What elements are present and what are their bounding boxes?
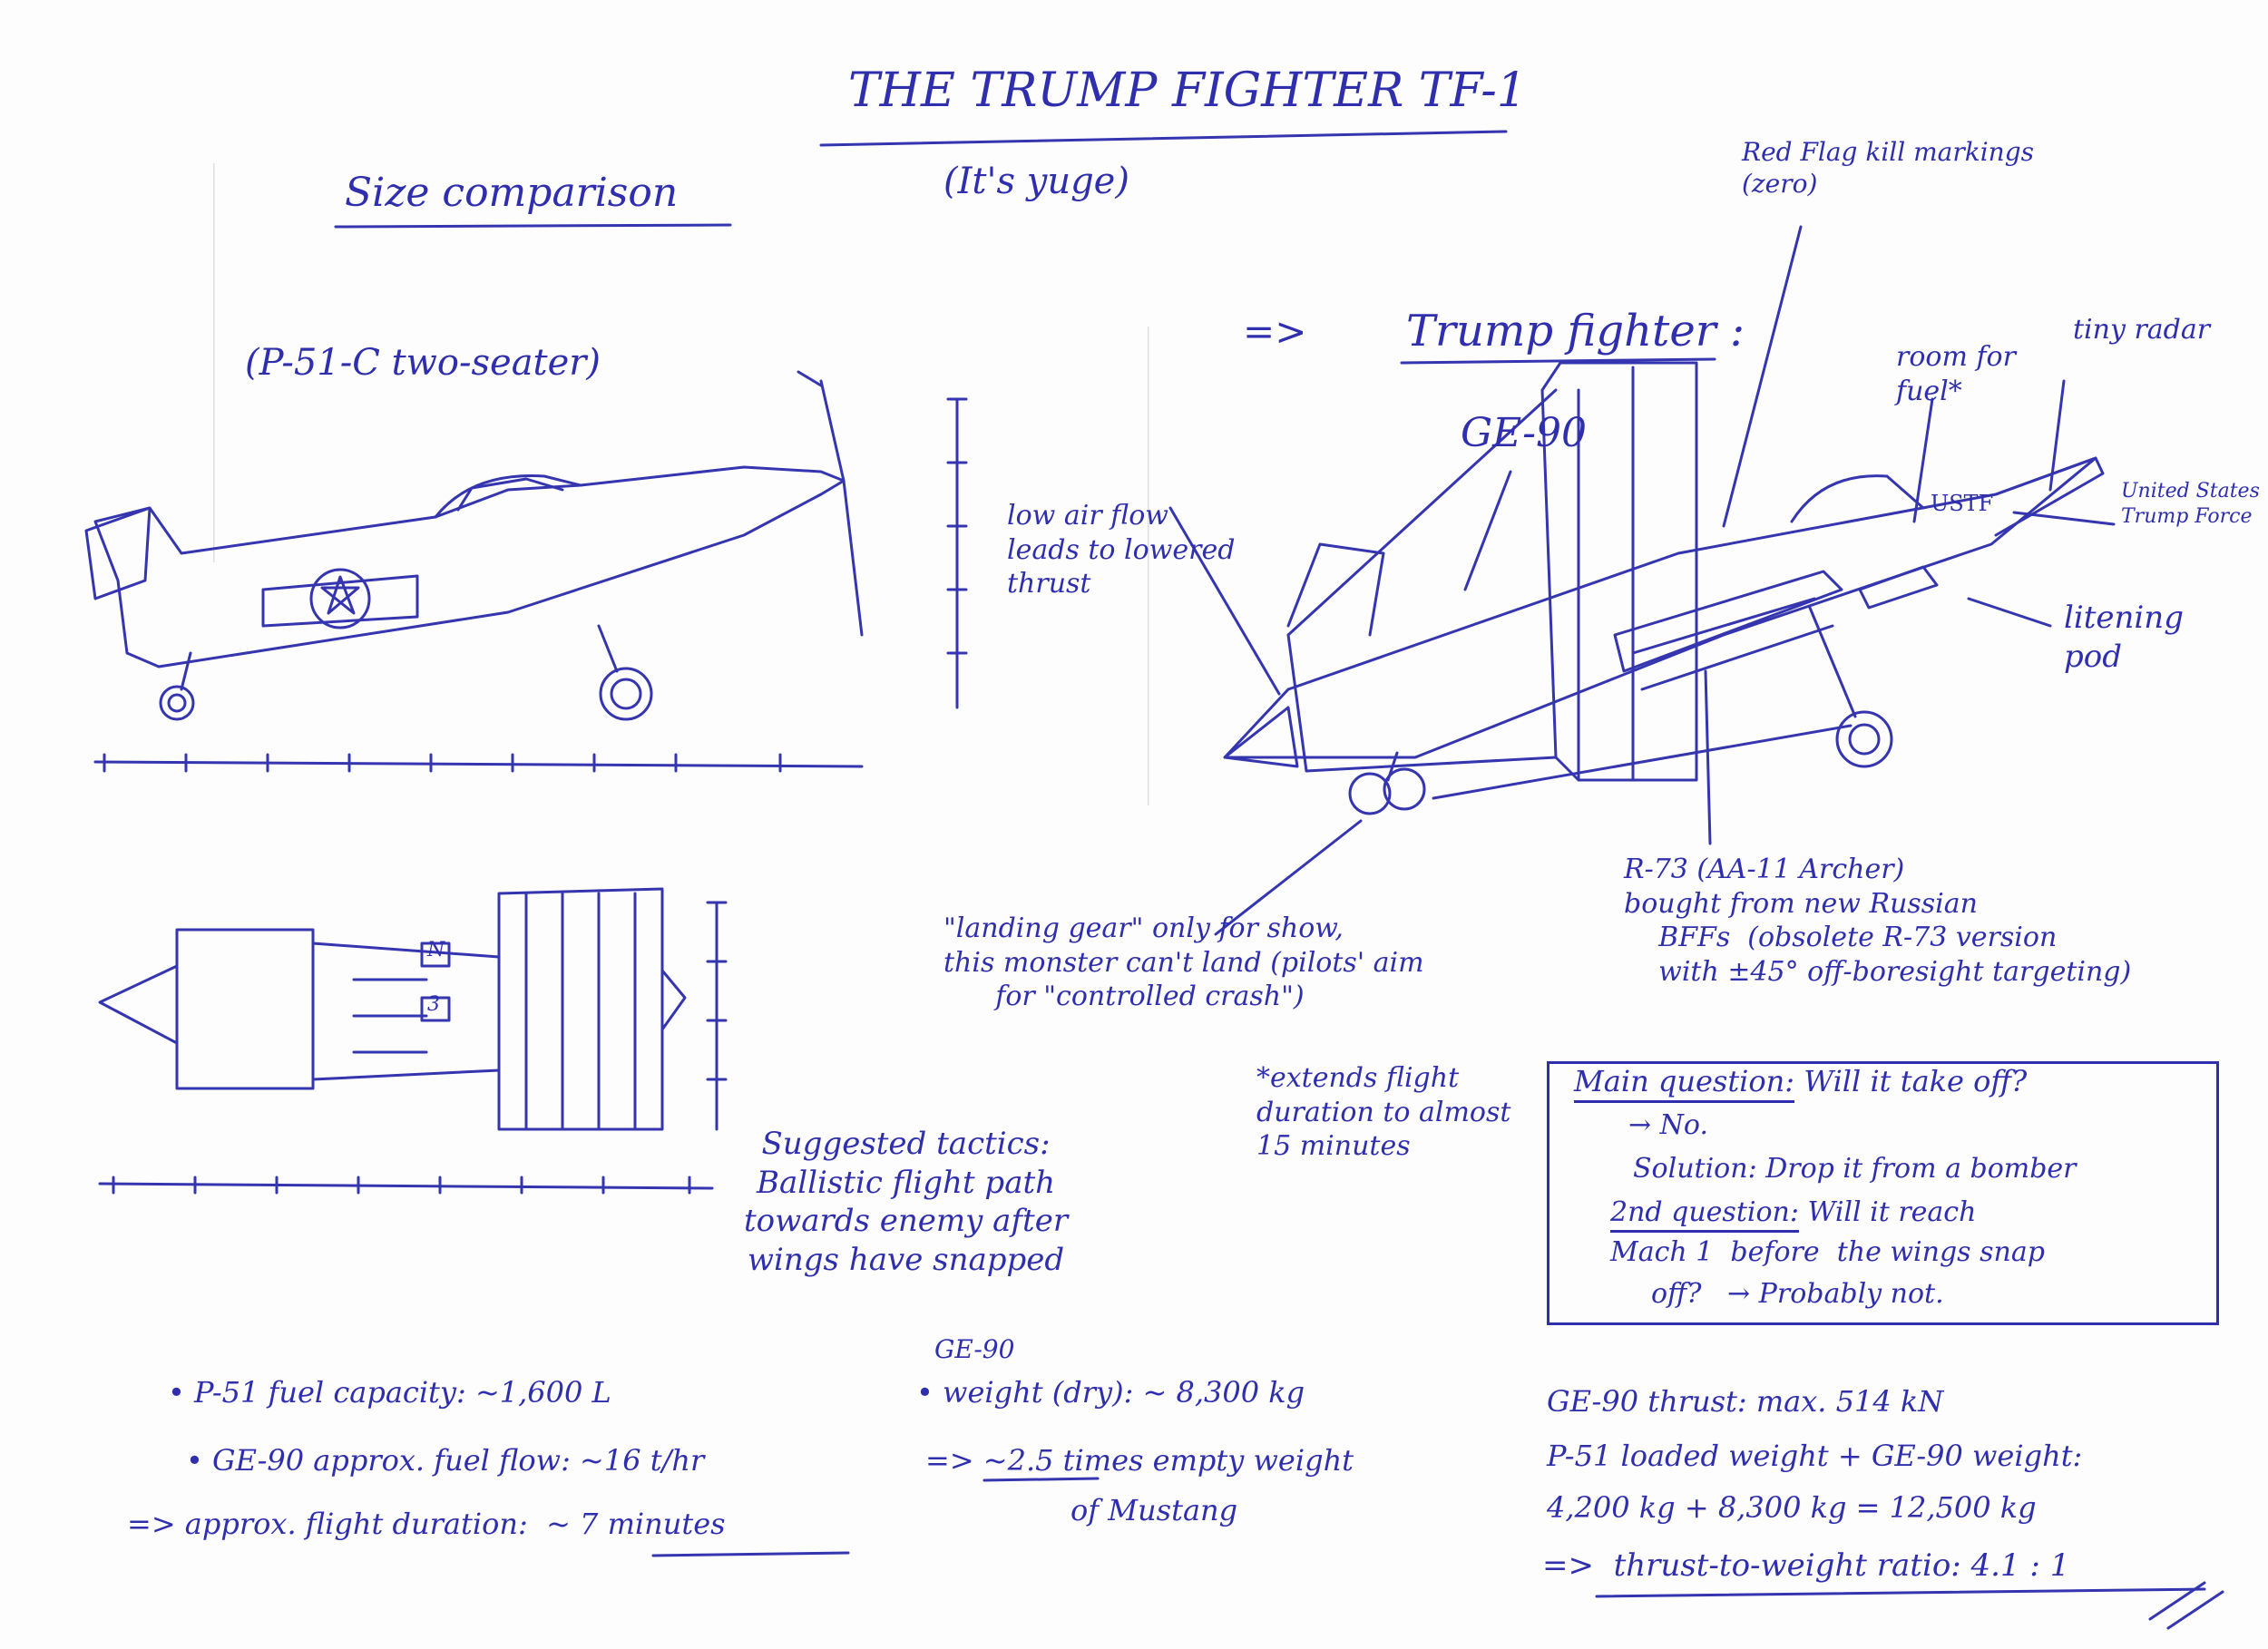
leader-litening	[1967, 597, 2052, 628]
weight-ratio-note: => ~2.5 times empty weight	[925, 1442, 1354, 1478]
p51-label: (P-51-C two-seater)	[245, 342, 601, 384]
leader-fuel	[1912, 397, 1934, 523]
second-question-answer: off? → Probably not.	[1651, 1278, 1944, 1310]
weight-ratio-underline	[982, 1477, 1100, 1482]
size-comparison-heading: Size comparison	[345, 170, 679, 216]
weight-ratio-suffix: times empty weight	[1053, 1443, 1354, 1478]
leader-landing-gear	[1214, 819, 1363, 936]
second-question-continued: Mach 1 before the wings snap	[1610, 1236, 2045, 1268]
second-question: 2nd question: Will it reach	[1610, 1195, 1977, 1233]
page-subtitle: (It's yuge)	[943, 161, 1129, 202]
thrust-ratio-underline	[1595, 1587, 2206, 1598]
leader-low-air	[1168, 506, 1281, 696]
weight-sum-note: 4,200 kg + 8,300 kg = 12,500 kg	[1547, 1490, 2037, 1525]
flight-duration-prefix: => approx. flight duration:	[127, 1507, 547, 1541]
flight-duration-underline	[651, 1551, 850, 1557]
size-heading-underline	[334, 223, 732, 229]
fuel-flow-note: • GE-90 approx. fuel flow: ~16 t/hr	[186, 1443, 705, 1478]
leader-ustf	[2012, 511, 2116, 526]
title-underline	[819, 130, 1508, 147]
weight-ratio-prefix: =>	[925, 1443, 983, 1478]
main-question-label: Main question:	[1574, 1064, 1795, 1103]
main-question-text: Will it take off?	[1794, 1064, 2028, 1098]
trump-fighter-sketch	[1223, 361, 2105, 815]
fuel-capacity-note: • P-51 fuel capacity: ~1,600 L	[168, 1375, 611, 1410]
arrow-implies: =>	[1243, 309, 1307, 354]
annotation-united-states-trump-force: United States Trump Force	[2121, 480, 2260, 528]
weight-ratio-value: ~2.5	[982, 1443, 1054, 1478]
question-box	[1547, 1061, 2219, 1325]
annotation-ustf: USTF	[1931, 491, 1994, 516]
solution-text: Solution: Drop it from a bomber	[1633, 1153, 2077, 1185]
suggested-tactics: Suggested tactics: Ballistic flight path…	[744, 1126, 1069, 1278]
leader-ge90	[1463, 470, 1512, 591]
thrust-to-weight-note: => thrust-to-weight ratio: 4.1 : 1	[1542, 1547, 2069, 1586]
annotation-kill-markings: Red Flag kill markings (zero)	[1742, 137, 2034, 199]
engine-mark-n: N	[427, 939, 445, 961]
trump-fighter-heading: Trump fighter :	[1406, 306, 1745, 356]
answer-no: → No.	[1628, 1109, 1708, 1141]
annotation-landing-gear: "landing gear" only for show, this monst…	[943, 912, 1424, 1012]
thrust-to-weight-prefix: =>	[1542, 1547, 1614, 1584]
annotation-room-for-fuel: room for fuel*	[1896, 341, 2016, 407]
annotation-ge90: GE-90	[1461, 410, 1587, 456]
annotation-tiny-radar: tiny radar	[2073, 314, 2211, 346]
annotation-low-air-flow: low air flow leads to lowered thrust	[1007, 500, 1236, 600]
annotation-extends-duration: *extends flight duration to almost 15 mi…	[1256, 1062, 1511, 1162]
ge90-dry-weight-note: • weight (dry): ~ 8,300 kg	[916, 1375, 1305, 1410]
thrust-to-weight-value: thrust-to-weight ratio: 4.1 : 1	[1613, 1547, 2070, 1584]
ge90-weight-label: GE-90	[934, 1334, 1015, 1364]
leader-r73	[1704, 669, 1712, 845]
page-title: THE TRUMP FIGHTER TF-1	[848, 63, 1527, 118]
top-view-sketch	[98, 887, 728, 1195]
ge90-thrust-note: GE-90 thrust: max. 514 kN	[1547, 1384, 1944, 1419]
loaded-weight-note: P-51 loaded weight + GE-90 weight:	[1547, 1439, 2083, 1473]
leader-radar	[2048, 379, 2066, 492]
engine-mark-3: 3	[427, 993, 440, 1016]
main-question: Main question: Will it take off?	[1574, 1063, 2028, 1103]
trump-heading-underline	[1400, 357, 1716, 365]
flight-duration-note: => approx. flight duration: ~ 7 minutes	[127, 1506, 726, 1542]
flight-duration-value: ~ 7 minutes	[546, 1507, 726, 1541]
annotation-r73: R-73 (AA-11 Archer) bought from new Russ…	[1624, 854, 2132, 988]
weight-ratio-mustang: of Mustang	[1070, 1493, 1238, 1527]
p51-side-view-sketch	[84, 370, 968, 773]
thrust-ratio-flourish	[2148, 1581, 2224, 1630]
annotation-litening-pod: litening pod	[2064, 600, 2184, 675]
second-question-text: Will it reach	[1798, 1196, 1977, 1228]
leader-kill-markings	[1722, 225, 1803, 528]
second-question-label: 2nd question:	[1610, 1196, 1799, 1233]
